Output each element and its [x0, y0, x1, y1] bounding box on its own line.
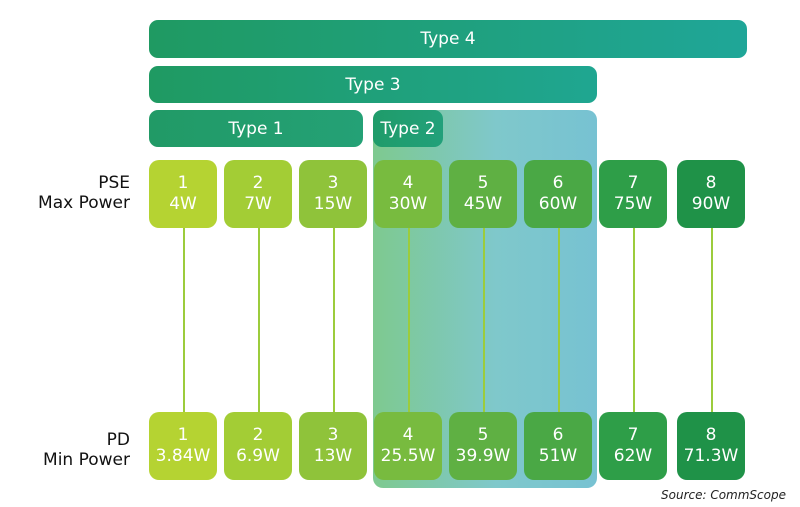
pd-class-power: 51W: [538, 446, 578, 466]
connector-line-class-5: [483, 228, 485, 412]
pse-class-7-box: 7 75W: [599, 160, 667, 228]
source-caption: Source: CommScope: [661, 488, 786, 502]
pd-label-line2: Min Power: [43, 450, 130, 470]
pd-class-8-box: 8 71.3W: [677, 412, 745, 480]
pse-class-power: 75W: [613, 194, 653, 214]
pd-class-6-box: 6 51W: [524, 412, 592, 480]
pd-class-4-box: 4 25.5W: [374, 412, 442, 480]
pse-class-number: 2: [252, 173, 264, 193]
pse-max-power-label: PSE Max Power: [0, 173, 130, 213]
pse-class-number: 8: [705, 173, 717, 193]
pse-class-5-box: 5 45W: [449, 160, 517, 228]
pd-class-number: 4: [402, 425, 414, 445]
pd-class-number: 5: [477, 425, 489, 445]
type3-bar: Type 3: [149, 66, 597, 103]
type1-bar: Type 1: [149, 110, 363, 147]
connector-line-class-3: [333, 228, 335, 412]
type1-label: Type 1: [228, 118, 284, 139]
pd-class-number: 3: [327, 425, 339, 445]
pd-label-line1: PD: [106, 430, 130, 450]
pd-class-3-box: 3 13W: [299, 412, 367, 480]
pse-class-power: 15W: [313, 194, 353, 214]
pse-class-3-box: 3 15W: [299, 160, 367, 228]
pd-class-power: 39.9W: [455, 446, 511, 466]
pse-class-number: 7: [627, 173, 639, 193]
pse-class-4-box: 4 30W: [374, 160, 442, 228]
pd-class-2-box: 2 6.9W: [224, 412, 292, 480]
type4-bar: Type 4: [149, 20, 747, 58]
pd-class-power: 25.5W: [380, 446, 436, 466]
pd-class-1-box: 1 3.84W: [149, 412, 217, 480]
connector-line-class-2: [258, 228, 260, 412]
pse-class-6-box: 6 60W: [524, 160, 592, 228]
pd-class-power: 3.84W: [155, 446, 211, 466]
pse-class-power: 4W: [169, 194, 197, 214]
pse-class-1-box: 1 4W: [149, 160, 217, 228]
pd-class-power: 62W: [613, 446, 653, 466]
pse-class-power: 60W: [538, 194, 578, 214]
pse-label-line2: Max Power: [38, 193, 130, 213]
pd-class-5-box: 5 39.9W: [449, 412, 517, 480]
pse-class-number: 1: [177, 173, 189, 193]
type2-bar: Type 2: [373, 110, 443, 147]
pd-class-number: 6: [552, 425, 564, 445]
pd-class-number: 1: [177, 425, 189, 445]
pse-class-power: 90W: [691, 194, 731, 214]
pse-class-2-box: 2 7W: [224, 160, 292, 228]
pd-min-power-label: PD Min Power: [0, 430, 130, 470]
pse-class-power: 45W: [463, 194, 503, 214]
type2-label: Type 2: [380, 118, 436, 139]
type4-label: Type 4: [420, 29, 476, 49]
pd-class-number: 2: [252, 425, 264, 445]
connector-line-class-4: [408, 228, 410, 412]
connector-line-class-7: [633, 228, 635, 412]
pd-class-number: 7: [627, 425, 639, 445]
connector-line-class-8: [711, 228, 713, 412]
pse-class-number: 3: [327, 173, 339, 193]
pd-class-number: 8: [705, 425, 717, 445]
pse-label-line1: PSE: [98, 173, 130, 193]
pse-class-8-box: 8 90W: [677, 160, 745, 228]
type3-label: Type 3: [345, 74, 401, 95]
pse-class-number: 4: [402, 173, 414, 193]
pd-class-7-box: 7 62W: [599, 412, 667, 480]
pse-class-power: 30W: [388, 194, 428, 214]
pd-class-power: 71.3W: [683, 446, 739, 466]
pd-class-power: 13W: [313, 446, 353, 466]
connector-line-class-1: [183, 228, 185, 412]
pse-class-number: 5: [477, 173, 489, 193]
pse-class-number: 6: [552, 173, 564, 193]
connector-line-class-6: [558, 228, 560, 412]
pse-class-power: 7W: [244, 194, 272, 214]
pd-class-power: 6.9W: [236, 446, 280, 466]
